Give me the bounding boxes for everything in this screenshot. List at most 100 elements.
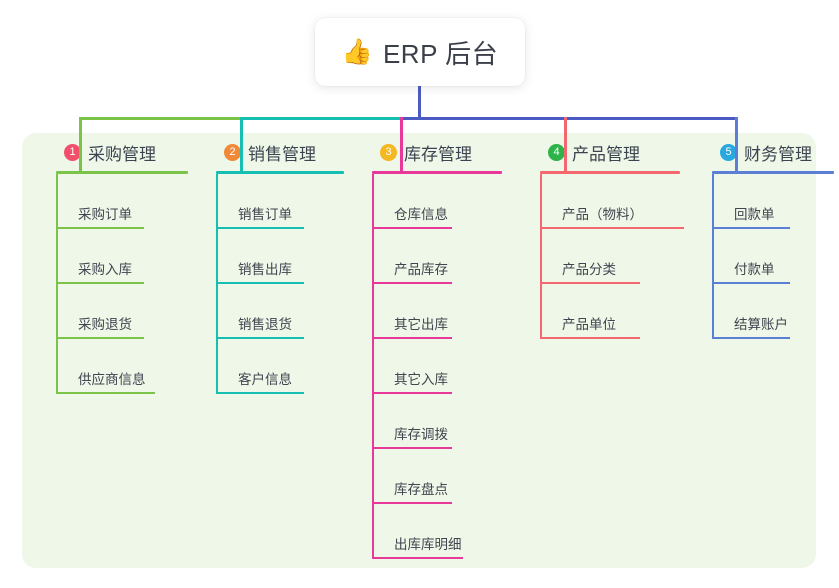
- list-item[interactable]: 仓库信息: [372, 174, 502, 229]
- list-item[interactable]: 产品库存: [372, 229, 502, 284]
- column-spine: [540, 174, 542, 339]
- list-item-rule: [372, 337, 452, 339]
- list-item-label: 供应商信息: [78, 372, 146, 387]
- drop-connector-1: [79, 117, 82, 171]
- list-item-label: 结算账户: [734, 317, 788, 332]
- list-item-label: 销售订单: [238, 207, 292, 222]
- list-item-label: 销售退货: [238, 317, 292, 332]
- root-title-card[interactable]: 👍 ERP 后台: [315, 18, 525, 86]
- bus-segment-1: [79, 117, 243, 120]
- list-item[interactable]: 采购订单: [56, 174, 188, 229]
- list-item[interactable]: 产品单位: [540, 284, 680, 339]
- list-item-rule: [372, 447, 452, 449]
- list-item-rule: [540, 282, 640, 284]
- list-item-rule: [372, 502, 452, 504]
- column-库存管理: 3 库存管理仓库信息产品库存其它出库其它入库库存调拨库存盘点出库库明细: [362, 133, 502, 559]
- list-item-label: 产品分类: [562, 262, 616, 277]
- drop-connector-2: [240, 117, 243, 171]
- list-item-label: 仓库信息: [394, 207, 448, 222]
- column-items: 采购订单采购入库采购退货供应商信息: [56, 174, 188, 394]
- list-item-label: 采购订单: [78, 207, 132, 222]
- diagram-panel: [22, 133, 816, 568]
- list-item-rule: [540, 227, 684, 229]
- column-number-badge: 2: [224, 143, 241, 161]
- column-title: 销售管理: [248, 144, 316, 164]
- list-item-rule: [540, 337, 640, 339]
- column-number-badge: 3: [380, 143, 397, 161]
- list-item[interactable]: 付款单: [712, 229, 834, 284]
- list-item[interactable]: 产品（物料）: [540, 174, 684, 229]
- column-spine: [216, 174, 218, 394]
- list-item-rule: [216, 337, 304, 339]
- list-item-rule: [372, 227, 452, 229]
- list-item[interactable]: 销售订单: [216, 174, 344, 229]
- list-item-label: 产品（物料）: [562, 207, 643, 222]
- list-item-label: 销售出库: [238, 262, 292, 277]
- column-number-badge: 5: [720, 143, 737, 161]
- drop-connector-4: [564, 117, 567, 171]
- column-items: 仓库信息产品库存其它出库其它入库库存调拨库存盘点出库库明细: [372, 174, 502, 559]
- list-item[interactable]: 出库库明细: [372, 504, 502, 559]
- list-item[interactable]: 产品分类: [540, 229, 680, 284]
- list-item[interactable]: 销售出库: [216, 229, 344, 284]
- column-产品管理: 4 产品管理产品（物料） 产品分类产品单位: [530, 133, 684, 339]
- list-item[interactable]: 库存盘点: [372, 449, 502, 504]
- list-item-label: 库存调拨: [394, 427, 448, 442]
- list-item-label: 库存盘点: [394, 482, 448, 497]
- list-item[interactable]: 客户信息: [216, 339, 344, 394]
- root-connector-stem: [418, 86, 421, 117]
- column-header[interactable]: 2 销售管理: [206, 133, 344, 171]
- drop-connector-5: [735, 117, 738, 171]
- column-items: 产品（物料） 产品分类产品单位: [540, 174, 684, 339]
- column-header-rule: [216, 171, 344, 174]
- list-item-label: 其它入库: [394, 372, 448, 387]
- list-item-rule: [712, 337, 790, 339]
- column-number-badge: 1: [64, 143, 81, 161]
- list-item[interactable]: 采购入库: [56, 229, 188, 284]
- list-item-label: 付款单: [734, 262, 775, 277]
- column-header[interactable]: 4 产品管理: [530, 133, 680, 171]
- column-header-rule: [372, 171, 502, 174]
- column-spine: [56, 174, 58, 394]
- list-item[interactable]: 其它出库: [372, 284, 502, 339]
- column-spine: [372, 174, 374, 559]
- thumbs-up-icon: 👍: [341, 37, 373, 66]
- list-item[interactable]: 销售退货: [216, 284, 344, 339]
- list-item-label: 采购退货: [78, 317, 132, 332]
- column-title: 产品管理: [572, 144, 640, 164]
- list-item-label: 出库库明细: [394, 537, 462, 552]
- list-item-rule: [216, 392, 304, 394]
- list-item[interactable]: 供应商信息: [56, 339, 188, 394]
- list-item[interactable]: 结算账户: [712, 284, 834, 339]
- column-items: 回款单付款单结算账户: [712, 174, 834, 339]
- list-item[interactable]: 库存调拨: [372, 394, 502, 449]
- column-header[interactable]: 3 库存管理: [362, 133, 502, 171]
- list-item-label: 回款单: [734, 207, 775, 222]
- list-item-label: 产品单位: [562, 317, 616, 332]
- list-item-label: 客户信息: [238, 372, 292, 387]
- column-header-rule: [56, 171, 188, 174]
- list-item-rule: [372, 557, 463, 559]
- list-item-label: 采购入库: [78, 262, 132, 277]
- column-header-rule: [712, 171, 834, 174]
- list-item[interactable]: 采购退货: [56, 284, 188, 339]
- list-item[interactable]: 其它入库: [372, 339, 502, 394]
- page-title: ERP 后台: [382, 38, 499, 69]
- list-item[interactable]: 回款单: [712, 174, 834, 229]
- list-item-rule: [372, 282, 452, 284]
- bus-segment-2: [240, 117, 403, 120]
- column-number-badge: 4: [548, 143, 565, 161]
- column-header-rule: [540, 171, 680, 174]
- column-spine: [712, 174, 714, 339]
- list-item-rule: [216, 227, 304, 229]
- drop-connector-3: [400, 117, 403, 171]
- column-title: 库存管理: [404, 144, 472, 164]
- column-销售管理: 2 销售管理销售订单销售出库销售退货客户信息: [206, 133, 344, 394]
- list-item-rule: [712, 282, 790, 284]
- bus-segment-3: [400, 117, 738, 120]
- list-item-rule: [216, 282, 304, 284]
